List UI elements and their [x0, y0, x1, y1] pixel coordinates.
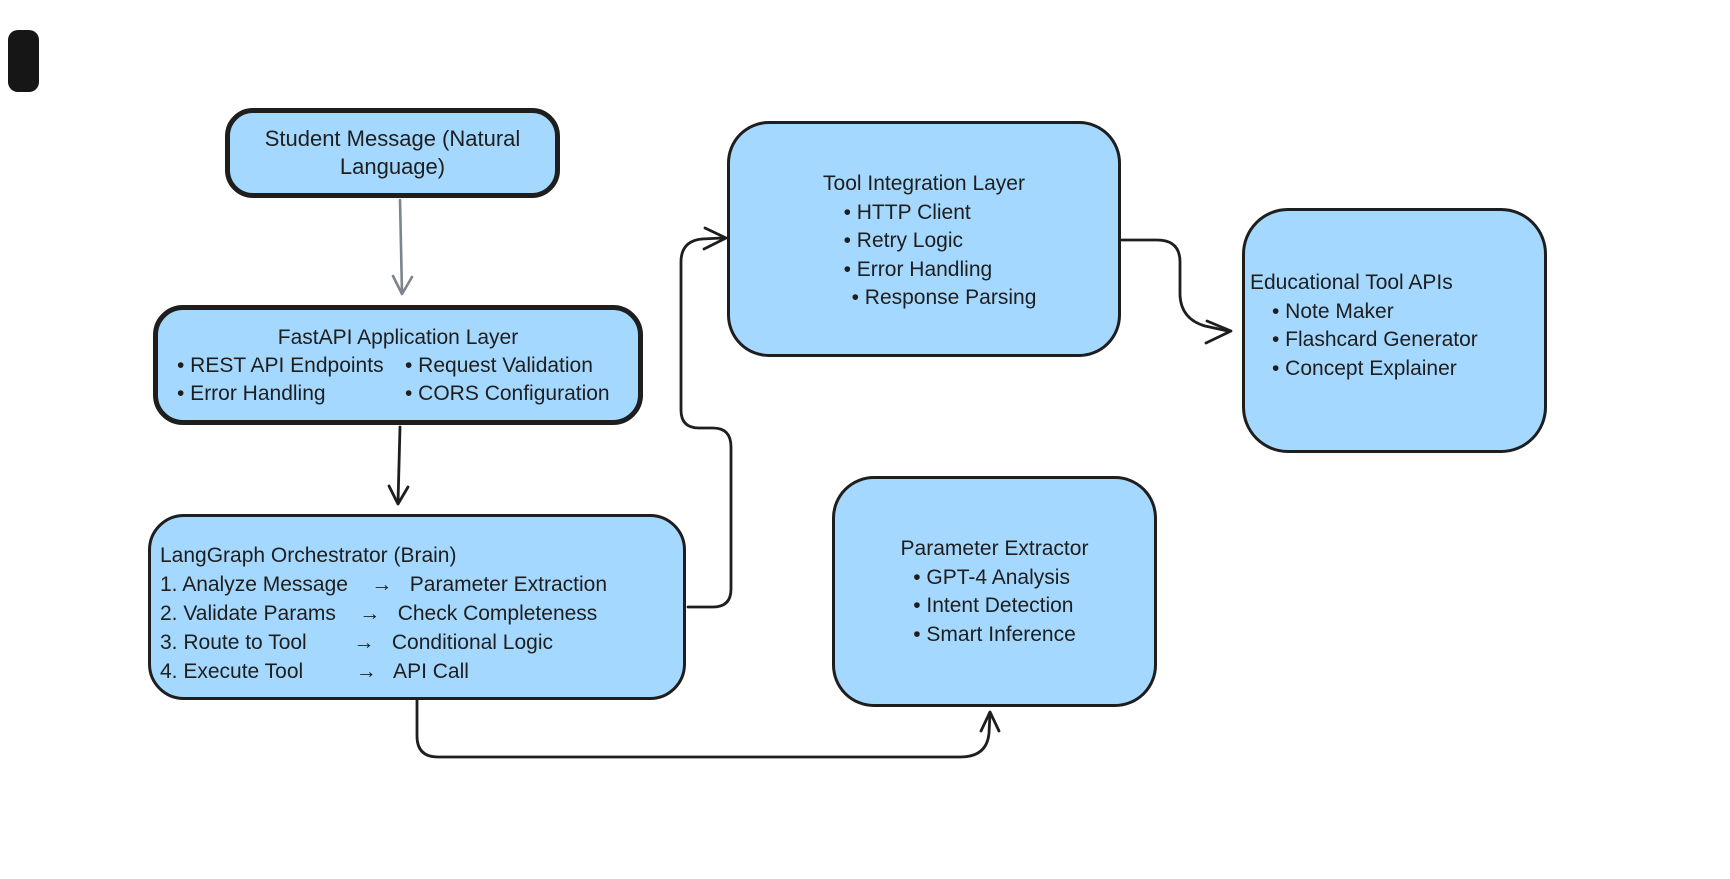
node-tool-integration-layer[interactable]: Tool Integration Layer • HTTP Client • R… — [727, 121, 1121, 357]
arrow-langgraph-to-param[interactable] — [415, 698, 1001, 759]
param-bullet: • Smart Inference — [913, 622, 1076, 646]
node-fastapi-layer[interactable]: FastAPI Application Layer • REST API End… — [153, 305, 643, 425]
tool-title: Tool Integration Layer — [823, 172, 1025, 195]
node-parameter-extractor[interactable]: Parameter Extractor • GPT-4 Analysis • I… — [832, 476, 1157, 707]
arrow-tool-to-edu[interactable] — [1120, 238, 1233, 345]
langgraph-title: LangGraph Orchestrator (Brain) — [160, 544, 457, 567]
tool-bullet: • Retry Logic — [843, 229, 963, 252]
arrow-student-to-fastapi[interactable] — [391, 198, 414, 296]
node-educational-tool-apis[interactable]: Educational Tool APIs • Note Maker • Fla… — [1242, 208, 1547, 453]
fastapi-bullet-grid: • REST API Endpoints • Request Validatio… — [158, 352, 638, 408]
param-bullet: • GPT-4 Analysis — [913, 565, 1070, 589]
param-bullet: • Intent Detection — [913, 594, 1074, 617]
tool-bullet: • Response Parsing — [851, 286, 1037, 309]
param-bullet-list: • GPT-4 Analysis • Intent Detection • Sm… — [913, 564, 1076, 650]
node-langgraph-orchestrator[interactable]: LangGraph Orchestrator (Brain) 1. Analyz… — [148, 514, 686, 700]
arrow-langgraph-to-tool[interactable] — [679, 226, 733, 609]
tool-bullet: • HTTP Client — [843, 200, 971, 224]
langgraph-step: 3. Route to Tool → Conditional Logic — [160, 631, 554, 654]
param-title: Parameter Extractor — [900, 537, 1089, 560]
student-message-line2: Language) — [339, 154, 446, 179]
langgraph-step: 1. Analyze Message → Parameter Extractio… — [160, 573, 608, 596]
node-student-message[interactable]: Student Message (Natural Language) — [225, 108, 560, 198]
fastapi-bullet: • Request Validation — [405, 354, 593, 377]
tool-bullet: • Error Handling — [843, 257, 993, 281]
edu-bullet: • Concept Explainer — [1272, 356, 1457, 380]
fastapi-bullet: • REST API Endpoints — [177, 354, 384, 377]
edu-bullet: • Note Maker — [1272, 299, 1394, 323]
edu-title: Educational Tool APIs — [1250, 271, 1453, 294]
fastapi-bullet: • Error Handling — [177, 382, 326, 405]
corner-black-shape — [8, 30, 39, 92]
tool-bullet-list: • HTTP Client • Retry Logic • Error Hand… — [844, 199, 1037, 313]
fastapi-title: FastAPI Application Layer — [277, 326, 519, 349]
edu-bullet-list: • Note Maker • Flashcard Generator • Con… — [1250, 298, 1542, 384]
langgraph-step: 2. Validate Params → Check Completeness — [160, 602, 598, 625]
langgraph-step: 4. Execute Tool → API Call — [160, 660, 469, 683]
fastapi-bullet: • CORS Configuration — [405, 382, 610, 405]
edu-bullet: • Flashcard Generator — [1272, 328, 1478, 351]
arrow-fastapi-to-langgraph[interactable] — [387, 425, 410, 506]
student-message-line1: Student Message (Natural — [264, 126, 521, 151]
